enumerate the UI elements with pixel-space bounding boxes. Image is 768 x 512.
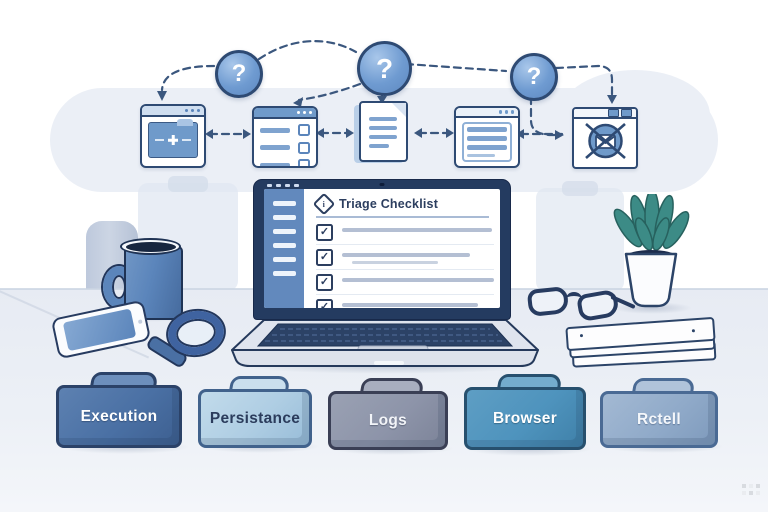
window-titlebar [142,106,204,117]
checklist-window-icon [252,106,318,168]
folder-window-icon [140,104,206,168]
phone-home-dot [137,318,143,324]
app-content: i Triage Checklist ✓ ✓ ✓ ✓ [304,189,500,308]
folder-body: Browser [464,387,586,450]
checklist-rows [254,119,316,166]
glasses-bridge [566,292,582,306]
question-glyph: ? [526,63,542,90]
document-icon [354,101,414,165]
folder-label: Persistance [209,409,301,427]
folder-graphic [148,119,198,158]
checkbox-checked: ✓ [316,298,333,308]
header-rule [316,216,489,218]
clipboard-clip-right [562,181,598,196]
folder-label: Logs [368,411,408,429]
folder-execution: Execution [56,372,182,448]
folder-body: Execution [56,385,182,448]
camera-dot-icon [379,183,385,186]
folder-label: Rctell [636,410,681,428]
folder-logs: Logs [328,378,448,450]
folder-rctell: Rctell [600,378,718,448]
checkbox-checked: ✓ [316,223,333,241]
checkbox-checked: ✓ [316,273,333,291]
folder-label: Execution [80,407,158,425]
laptop-base [231,317,539,367]
blocked-mail-glyph [584,123,626,159]
watermark-pixels [742,484,760,495]
folder-body: Logs [328,391,448,450]
potted-plant [613,194,690,308]
question-glyph: ? [231,60,247,87]
list-rows [462,122,512,162]
screen-app-window: i Triage Checklist ✓ ✓ ✓ ✓ [264,189,500,308]
app-sidebar [264,189,304,308]
info-diamond-icon: i [312,192,336,216]
window-titlebar [574,109,636,119]
checklist-row: ✓ [316,245,494,270]
list-window-icon [454,106,520,168]
question-mark-icon: ? [357,41,412,96]
page-title: Triage Checklist [339,197,439,211]
window-control-dots [267,183,299,187]
phone-screen [62,308,137,352]
blocked-mail-window-icon [572,107,638,169]
folder-body: Rctell [600,391,718,448]
checklist-row: ✓ [316,295,494,308]
laptop-screen: i Triage Checklist ✓ ✓ ✓ ✓ [253,179,511,320]
question-mark-icon: ? [215,50,263,98]
folder-label: Browser [492,409,558,427]
window-titlebar [456,108,518,118]
checklist-row: ✓ [316,220,494,245]
folder-browser: Browser [464,374,586,450]
window-titlebar [254,108,316,119]
mug-coffee [126,241,176,252]
paper-stack [565,316,718,372]
question-glyph: ? [375,52,394,84]
app-header: i Triage Checklist [312,192,494,216]
checkbox-checked: ✓ [316,248,333,266]
clipboard-clip-left [168,176,208,192]
folder-persistance: Persistance [198,376,312,448]
clipboard-silhouette-right [536,188,624,292]
checklist-row: ✓ [316,270,494,295]
question-mark-icon: ? [510,53,558,101]
folder-body: Persistance [198,389,312,448]
